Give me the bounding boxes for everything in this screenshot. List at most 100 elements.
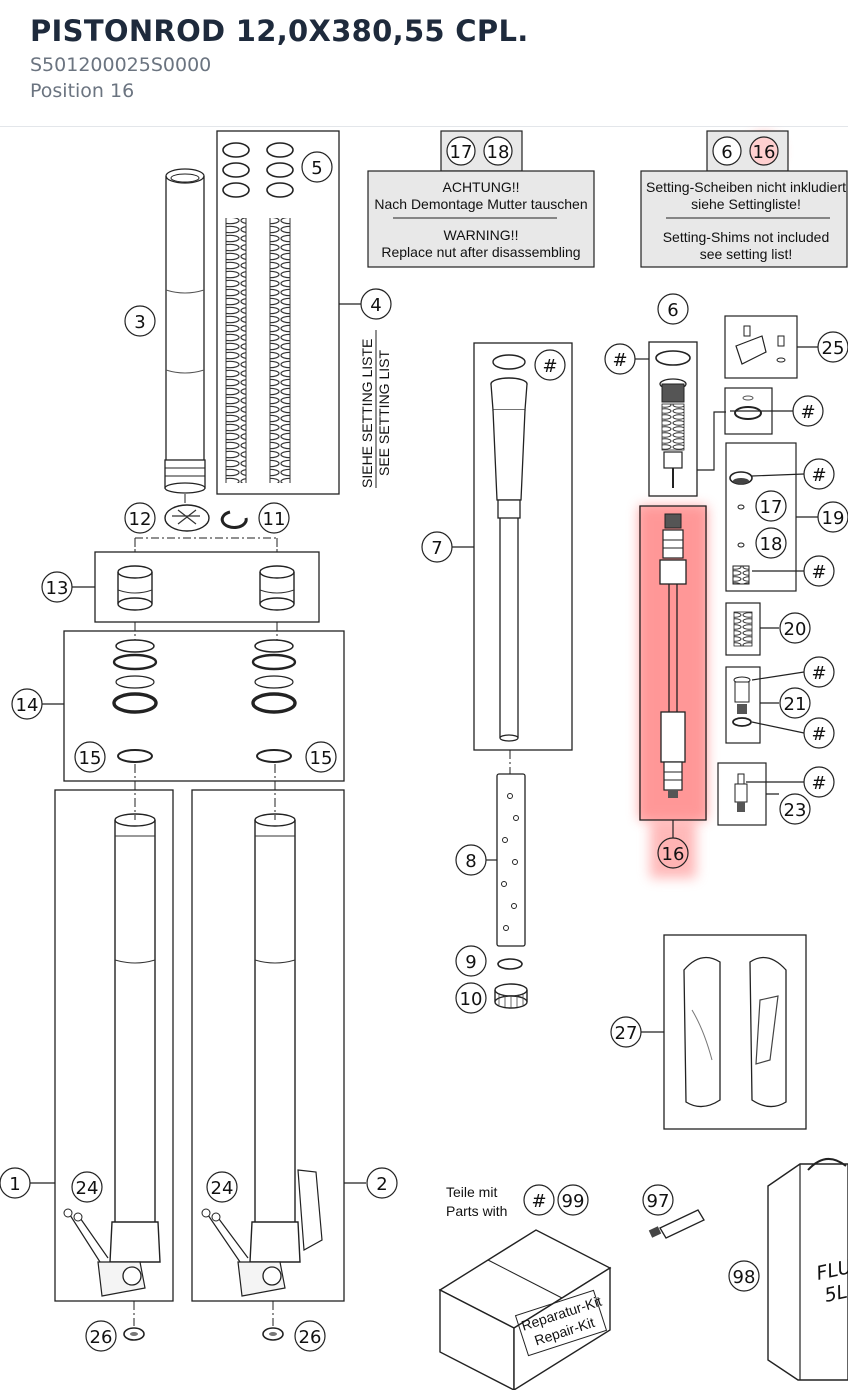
callout-hash-6[interactable]: # [604, 343, 636, 375]
callout-3[interactable]: 3 [124, 305, 156, 337]
svg-text:24: 24 [211, 1178, 234, 1199]
fork-fluid-can-part-98[interactable]: FLUI 5L [767, 1158, 848, 1381]
callout-14[interactable]: 14 [11, 688, 43, 720]
svg-text:26: 26 [90, 1327, 113, 1348]
shim-notice-note: 6 16 Setting-Scheiben nicht inkludiert s… [640, 130, 848, 268]
shim-notice-ref-6: 6 [721, 142, 732, 163]
damper-cartridge-part-7[interactable] [473, 342, 573, 751]
callout-10[interactable]: 10 [455, 982, 487, 1014]
callout-24-right[interactable]: 24 [206, 1171, 238, 1203]
callout-9[interactable]: 9 [455, 945, 487, 977]
callout-hash-washer[interactable]: # [792, 395, 824, 427]
fork-springs-part-4[interactable] [225, 218, 291, 483]
o-rings-part-5[interactable] [222, 142, 294, 198]
svg-text:3: 3 [134, 312, 145, 333]
nut-warning-en-text: Replace nut after disassembling [381, 244, 580, 260]
callout-24-left[interactable]: 24 [71, 1171, 103, 1203]
repair-kit-label-en: Parts with [446, 1203, 507, 1219]
callout-7[interactable]: 7 [421, 531, 453, 563]
callout-6[interactable]: 6 [657, 293, 689, 325]
svg-text:6: 6 [667, 300, 678, 321]
svg-text:13: 13 [46, 578, 69, 599]
svg-text:18: 18 [760, 534, 783, 555]
callout-17[interactable]: 17 [755, 490, 787, 522]
svg-text:26: 26 [299, 1327, 322, 1348]
callout-21[interactable]: 21 [779, 687, 811, 719]
callout-26-right[interactable]: 26 [294, 1320, 326, 1352]
svg-text:#: # [811, 465, 826, 486]
svg-text:1: 1 [9, 1174, 20, 1195]
axle-nuts-part-26[interactable] [123, 1327, 284, 1341]
shim-notice-en-text: see setting list! [700, 246, 793, 262]
exploded-parts-diagram: SIEHE SETTING LISTE SEE SETTING LIST [0, 130, 848, 1390]
svg-text:#: # [811, 562, 826, 583]
fork-guards-part-27[interactable] [663, 934, 807, 1130]
springs-box[interactable] [216, 130, 362, 495]
callout-23[interactable]: 23 [779, 793, 811, 825]
callout-hash-7[interactable]: # [534, 349, 566, 381]
callout-16[interactable]: 16 [657, 837, 689, 869]
callout-hash-19-bottom[interactable]: # [803, 555, 835, 587]
callout-hash-21-bottom[interactable]: # [803, 717, 835, 749]
nut-part-10[interactable] [494, 983, 528, 1009]
repair-kit[interactable]: Teile mit Parts with # 99 Reparatur-Kit … [438, 1184, 612, 1390]
setting-list-label: SIEHE SETTING LISTE SEE SETTING LIST [359, 330, 392, 488]
o-ring-part-9[interactable] [497, 958, 523, 970]
valve-box-part-23[interactable] [717, 762, 767, 826]
seals-box-part-14[interactable] [63, 630, 345, 782]
svg-text:27: 27 [615, 1023, 638, 1044]
callout-98[interactable]: 98 [728, 1260, 760, 1292]
svg-text:11: 11 [263, 509, 286, 530]
callout-5[interactable]: 5 [301, 151, 333, 183]
callout-hash-21-top[interactable]: # [803, 656, 835, 688]
svg-text:#: # [612, 350, 627, 371]
callout-2[interactable]: 2 [366, 1167, 398, 1199]
svg-text:9: 9 [465, 952, 476, 973]
svg-text:24: 24 [76, 1178, 99, 1199]
svg-text:#: # [811, 663, 826, 684]
callout-hash-23[interactable]: # [803, 766, 835, 798]
callout-8[interactable]: 8 [455, 844, 487, 876]
callout-hash-19-top[interactable]: # [803, 458, 835, 490]
svg-text:#: # [542, 356, 557, 377]
spring-collar-part-12[interactable] [164, 504, 210, 532]
svg-text:12: 12 [129, 509, 152, 530]
perforated-tube-part-8[interactable] [496, 773, 526, 947]
callout-13[interactable]: 13 [41, 571, 73, 603]
nut-warning-en-title: WARNING!! [444, 227, 519, 243]
grease-tube-part-97[interactable] [648, 1209, 705, 1239]
part-25-box[interactable] [724, 315, 798, 379]
callout-26-left[interactable]: 26 [85, 1320, 117, 1352]
nut-warning-de-title: ACHTUNG!! [443, 179, 520, 195]
callout-12[interactable]: 12 [124, 502, 156, 534]
svg-text:15: 15 [310, 748, 333, 769]
callout-27[interactable]: 27 [610, 1016, 642, 1048]
callout-97[interactable]: 97 [642, 1184, 674, 1216]
shim-notice-en-title: Setting-Shims not included [663, 229, 830, 245]
svg-text:25: 25 [822, 338, 845, 359]
repair-kit-label-de: Teile mit [446, 1184, 497, 1200]
valve-assembly-part-6[interactable] [648, 341, 698, 497]
svg-text:4: 4 [370, 295, 381, 316]
callout-11[interactable]: 11 [258, 502, 290, 534]
setting-list-de: SIEHE SETTING LISTE [359, 339, 375, 488]
callout-15-right[interactable]: 15 [305, 741, 337, 773]
callout-1[interactable]: 1 [0, 1167, 31, 1199]
valve-box-part-21[interactable] [725, 666, 761, 744]
outer-tube-part-3[interactable] [164, 168, 206, 494]
callout-19[interactable]: 19 [817, 501, 848, 533]
svg-text:20: 20 [784, 619, 807, 640]
callout-4[interactable]: 4 [360, 288, 392, 320]
callout-18[interactable]: 18 [755, 527, 787, 559]
spring-box-part-20[interactable] [725, 602, 761, 656]
fluid-can-label-line2: 5L [822, 1281, 848, 1307]
callout-15-left[interactable]: 15 [74, 741, 106, 773]
callout-20[interactable]: 20 [779, 612, 811, 644]
svg-text:#: # [811, 724, 826, 745]
inner-tube-part-1[interactable] [54, 789, 174, 1302]
clip-part-11[interactable] [220, 510, 248, 529]
nut-warning-de-text: Nach Demontage Mutter tauschen [374, 196, 587, 212]
bushing-box-part-13[interactable] [94, 537, 320, 623]
inner-tube-part-2[interactable] [191, 789, 345, 1302]
callout-25[interactable]: 25 [817, 331, 848, 363]
